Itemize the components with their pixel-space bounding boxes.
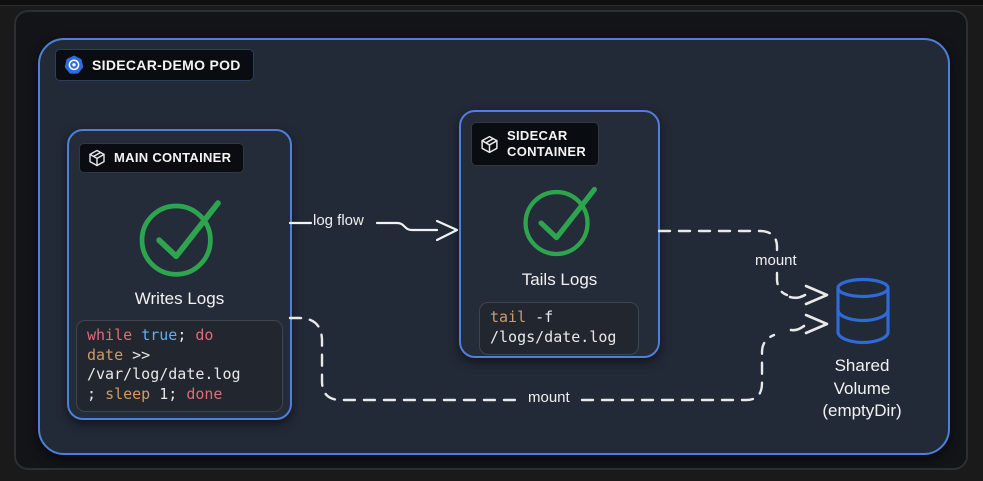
pod-box: SIDECAR-DEMO POD MAIN CONTAINER Writes L… [38,38,950,455]
main-status-text: Writes Logs [134,289,225,308]
sidecar-container-label: SIDECAR CONTAINER [507,128,587,159]
check-circle-icon [139,200,221,277]
sidecar-container-box: SIDECAR CONTAINER Tails Logs tail -f/log… [459,110,660,358]
mount-top-label: mount [755,252,797,269]
window-top-edge [0,0,983,6]
check-circle-icon [522,186,597,257]
sidecar-status-text: Tails Logs [521,270,598,289]
kubernetes-icon [64,55,84,74]
log-flow-label: log flow [313,212,364,229]
main-container-header: MAIN CONTAINER [79,143,245,173]
main-container-label: MAIN CONTAINER [114,150,232,165]
mount-bottom-label: mount [528,389,570,406]
package-icon [481,135,498,153]
database-icon [836,277,890,345]
sidecar-code-block: tail -f/logs/date.log [479,302,639,355]
pod-label: SIDECAR-DEMO POD [55,49,254,81]
package-icon [89,149,105,167]
sidecar-container-header: SIDECAR CONTAINER [471,122,600,166]
shared-volume-label: Shared Volume (emptyDir) [822,356,902,420]
main-container-box: MAIN CONTAINER Writes Logs while true; d… [67,129,292,420]
pod-label-text: SIDECAR-DEMO POD [92,57,241,73]
